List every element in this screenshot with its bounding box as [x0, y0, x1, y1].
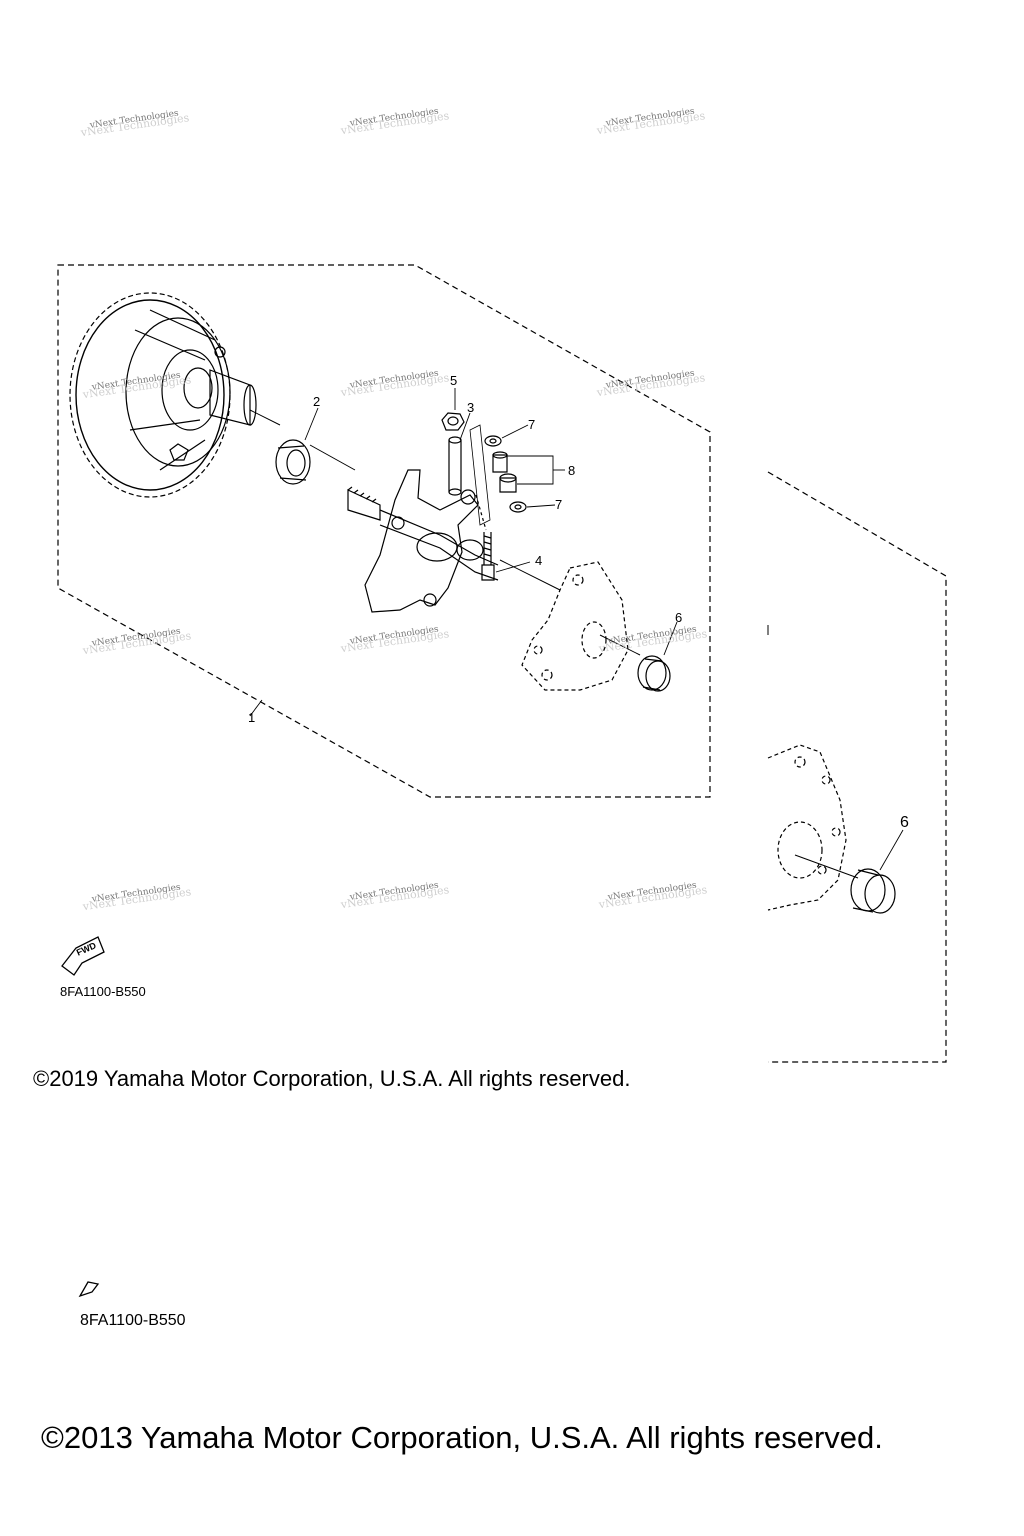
- part-2-seal: [275, 439, 311, 485]
- callout-7-bottom: 7: [555, 497, 563, 512]
- fwd-arrow-partial-icon: [78, 1281, 100, 1298]
- callout-2: 2: [313, 394, 321, 409]
- callout-5: 5: [450, 373, 458, 388]
- callout-6: 6: [675, 610, 683, 625]
- sheave-drum: [69, 292, 257, 498]
- callout-3: 3: [467, 400, 475, 415]
- part-6-bushing: [599, 634, 671, 692]
- cover-plate: [521, 561, 629, 691]
- callout-7-top: 7: [528, 417, 536, 432]
- copyright-notice: ©2019 Yamaha Motor Corporation, U.S.A. A…: [33, 1066, 631, 1091]
- callout-6-enlarged: 6: [900, 814, 909, 831]
- leader-lines: [249, 388, 904, 871]
- rear-view-boundary: [767, 471, 947, 1063]
- part-4-bolt: [475, 494, 495, 581]
- parts-7-8-rollers: [469, 424, 527, 526]
- part-3-pin: [448, 436, 462, 496]
- callout-4: 4: [535, 553, 543, 568]
- part-6-bushing-enlarged: [794, 854, 896, 914]
- rear-cover-fragment: [767, 744, 847, 911]
- diagram-code-rear: 8FA1100-B550: [80, 1312, 186, 1329]
- fwd-arrow-icon: [61, 936, 105, 976]
- copyright-notice-rear: ©2013 Yamaha Motor Corporation, U.S.A. A…: [41, 1420, 883, 1455]
- spider-assembly: [347, 469, 499, 613]
- callout-1: 1: [248, 710, 256, 725]
- callout-8: 8: [568, 463, 576, 478]
- assembly-boundary: [57, 264, 711, 798]
- diagram-code: 8FA1100-B550: [60, 984, 146, 999]
- part-5-nut: [441, 412, 465, 431]
